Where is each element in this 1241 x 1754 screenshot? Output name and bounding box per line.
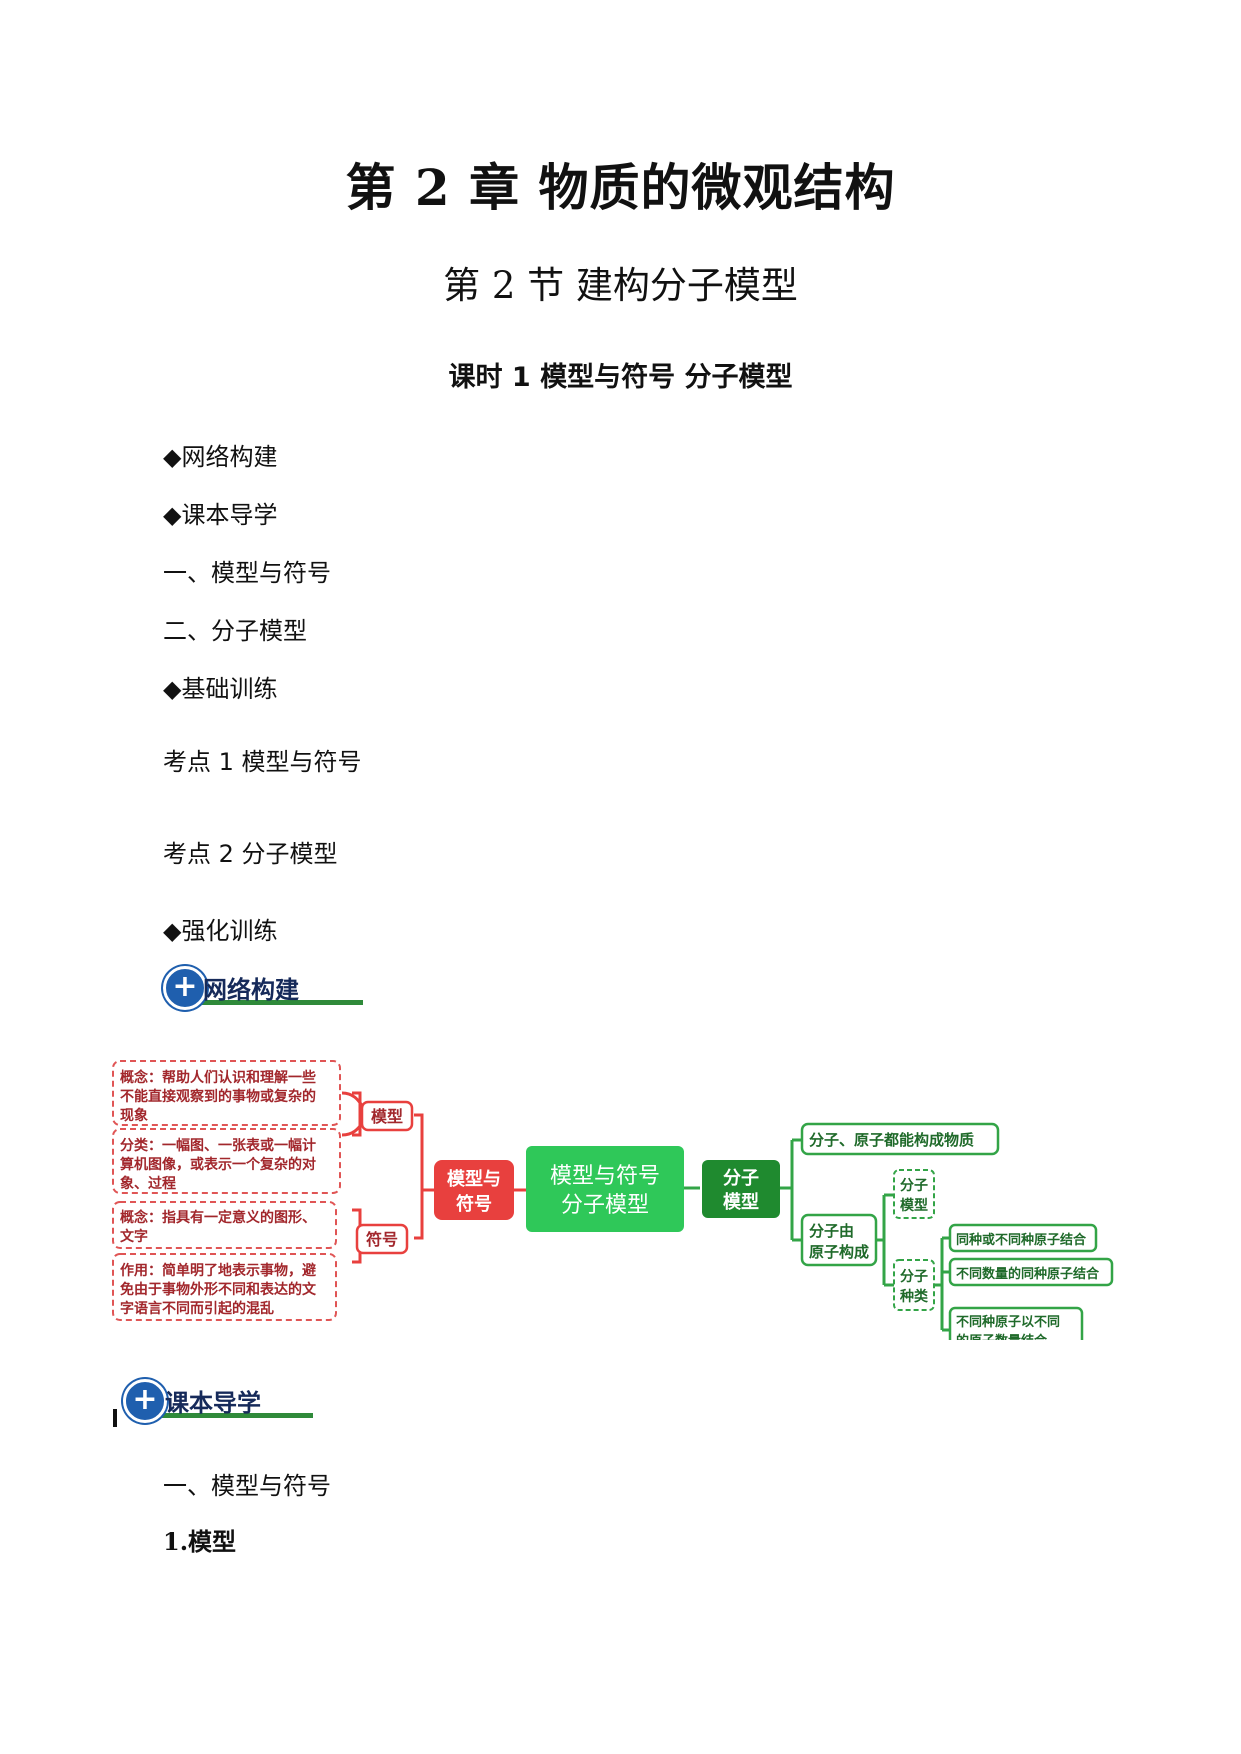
kind-node-2: 不同数量的同种原子结合 (948, 1257, 1114, 1287)
center-line: 分子模型 (561, 1193, 649, 1218)
note-line: 概念：指具有一定意义的图形、 (120, 1209, 316, 1226)
symbol-label: 符号 (366, 1230, 398, 1249)
body-subheading: 1.模型 (163, 1527, 237, 1556)
right-connectors (684, 1138, 950, 1332)
sub-model-line: 模型 (900, 1197, 928, 1214)
note-symbol-concept: 概念：指具有一定意义的图形、 文字 (112, 1201, 337, 1249)
banner-bar (113, 1409, 117, 1427)
right-top-node: 分子、原子都能构成物质 (800, 1122, 1000, 1156)
toc-item-point-1[interactable]: 考点 1 模型与符号 (163, 748, 362, 776)
sub-kinds-node: 分子 种类 (893, 1259, 935, 1311)
network-banner-label: 网络构建 (203, 976, 299, 1004)
note-line: 分类：一幅图、一张表或一幅计 (120, 1137, 316, 1154)
knowledge-mindmap: 概念：帮助人们认识和理解一些 不能直接观察到的事物或复杂的 现象 分类：一幅图、… (112, 1060, 1114, 1340)
note-line: 作用：简单明了地表示事物，避 (120, 1262, 316, 1279)
note-model-classification: 分类：一幅图、一张表或一幅计 算机图像，或表示一个复杂的对 象、过程 (112, 1128, 341, 1194)
right-hub-node: 分子 模型 (702, 1160, 780, 1218)
sub-kinds-line: 种类 (899, 1288, 929, 1305)
network-banner: + 网络构建 (163, 966, 363, 1012)
right-mid-line: 原子构成 (809, 1243, 869, 1261)
note-line: 字语言不同而引起的混乱 (120, 1300, 274, 1317)
chapter-title: 第 2 章 物质的微观结构 (345, 158, 896, 217)
note-line: 算机图像，或表示一个复杂的对 (120, 1156, 316, 1173)
toc-item-molecule-model[interactable]: 二、分子模型 (163, 617, 307, 645)
note-line: 免由于事物外形不同和表达的文 (120, 1281, 317, 1298)
kind-label-line: 的原子数量结合 (956, 1333, 1048, 1340)
textbook-banner: + 课本导学 (113, 1379, 313, 1427)
kind-label: 同种或不同种原子结合 (956, 1232, 1087, 1248)
sub-model-line: 分子 (900, 1178, 928, 1194)
left-hub-line: 符号 (456, 1193, 492, 1215)
toc-item-textbook[interactable]: ◆课本导学 (163, 501, 278, 529)
note-symbol-function: 作用：简单明了地表示事物，避 免由于事物外形不同和表达的文 字语言不同而引起的混… (112, 1253, 337, 1321)
kind-label: 不同数量的同种原子结合 (956, 1266, 1100, 1282)
lesson-title: 课时 1 模型与符号 分子模型 (448, 362, 793, 393)
right-hub-line: 分子 (723, 1168, 759, 1189)
right-top-label: 分子、原子都能构成物质 (809, 1131, 974, 1149)
textbook-banner-label: 课本导学 (165, 1389, 261, 1417)
plus-icon: + (123, 1379, 167, 1423)
sub-model-node: 分子 模型 (893, 1169, 935, 1219)
section-title: 第 2 节 建构分子模型 (443, 264, 798, 307)
note-line: 概念：帮助人们认识和理解一些 (120, 1069, 316, 1086)
toc-item-model-symbol[interactable]: 一、模型与符号 (163, 559, 331, 587)
note-line: 现象 (120, 1107, 148, 1124)
kind-node-3: 不同种原子以不同 的原子数量结合 (948, 1306, 1084, 1340)
banner-underline (193, 1000, 363, 1005)
toc-item-basic-training[interactable]: ◆基础训练 (163, 675, 278, 703)
left-hub-line: 模型与 (447, 1168, 501, 1190)
toc-item-network[interactable]: ◆网络构建 (163, 443, 278, 471)
note-line: 不能直接观察到的事物或复杂的 (120, 1088, 316, 1105)
note-model-concept: 概念：帮助人们认识和理解一些 不能直接观察到的事物或复杂的 现象 (112, 1060, 341, 1126)
center-line: 模型与符号 (550, 1164, 660, 1189)
symbol-node: 符号 (355, 1223, 409, 1255)
left-hub-node: 模型与 符号 (434, 1160, 514, 1220)
right-mid-node: 分子由 原子构成 (800, 1213, 878, 1267)
center-node: 模型与符号 分子模型 (526, 1146, 684, 1232)
toc-item-point-2[interactable]: 考点 2 分子模型 (163, 840, 338, 868)
note-line: 象、过程 (120, 1175, 176, 1192)
right-hub-line: 模型 (723, 1191, 759, 1213)
sub-kinds-line: 分子 (900, 1269, 928, 1285)
toc-item-advanced-training[interactable]: ◆强化训练 (163, 917, 278, 945)
model-node: 模型 (360, 1100, 414, 1132)
kind-node-1: 同种或不同种原子结合 (948, 1223, 1098, 1253)
right-mid-line: 分子由 (809, 1222, 854, 1240)
note-line: 文字 (120, 1228, 148, 1245)
banner-underline (143, 1413, 313, 1418)
body-heading: 一、模型与符号 (163, 1472, 331, 1500)
plus-icon: + (163, 966, 207, 1010)
kind-label-line: 不同种原子以不同 (956, 1314, 1060, 1330)
model-label: 模型 (371, 1107, 403, 1126)
